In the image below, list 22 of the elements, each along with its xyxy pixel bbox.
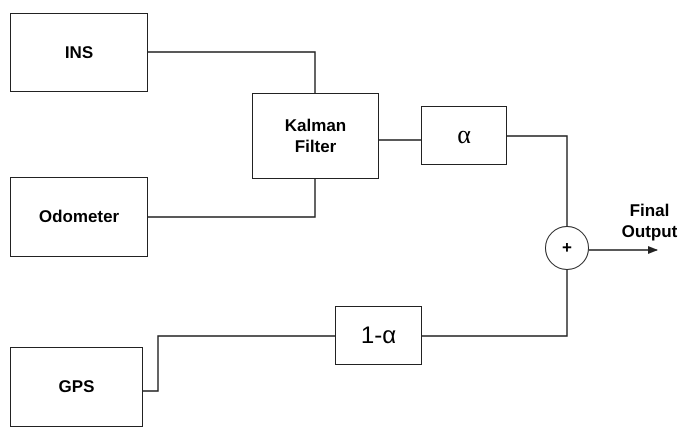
connector-line — [148, 51, 316, 93]
summing-junction-circle — [545, 226, 589, 270]
process-box — [252, 93, 379, 179]
process-box — [10, 177, 148, 257]
connector-line — [507, 135, 568, 226]
process-box — [10, 347, 143, 427]
connector-line — [143, 335, 335, 392]
gain-box — [421, 106, 507, 165]
process-box — [10, 13, 148, 92]
connector-line — [422, 270, 568, 337]
box-label: Kalman Filter — [284, 114, 348, 158]
connector-line — [379, 139, 421, 141]
box-label: + — [562, 237, 572, 259]
box-label: INS — [64, 42, 94, 64]
arrow — [589, 246, 658, 254]
box-label: α — [457, 119, 471, 152]
box-label: GPS — [58, 376, 94, 398]
box-label: 1-α — [360, 320, 396, 350]
box-label: Odometer — [38, 206, 120, 228]
output-label: Final Output — [620, 200, 678, 242]
connector-line — [148, 179, 316, 218]
gain-box — [335, 306, 422, 365]
